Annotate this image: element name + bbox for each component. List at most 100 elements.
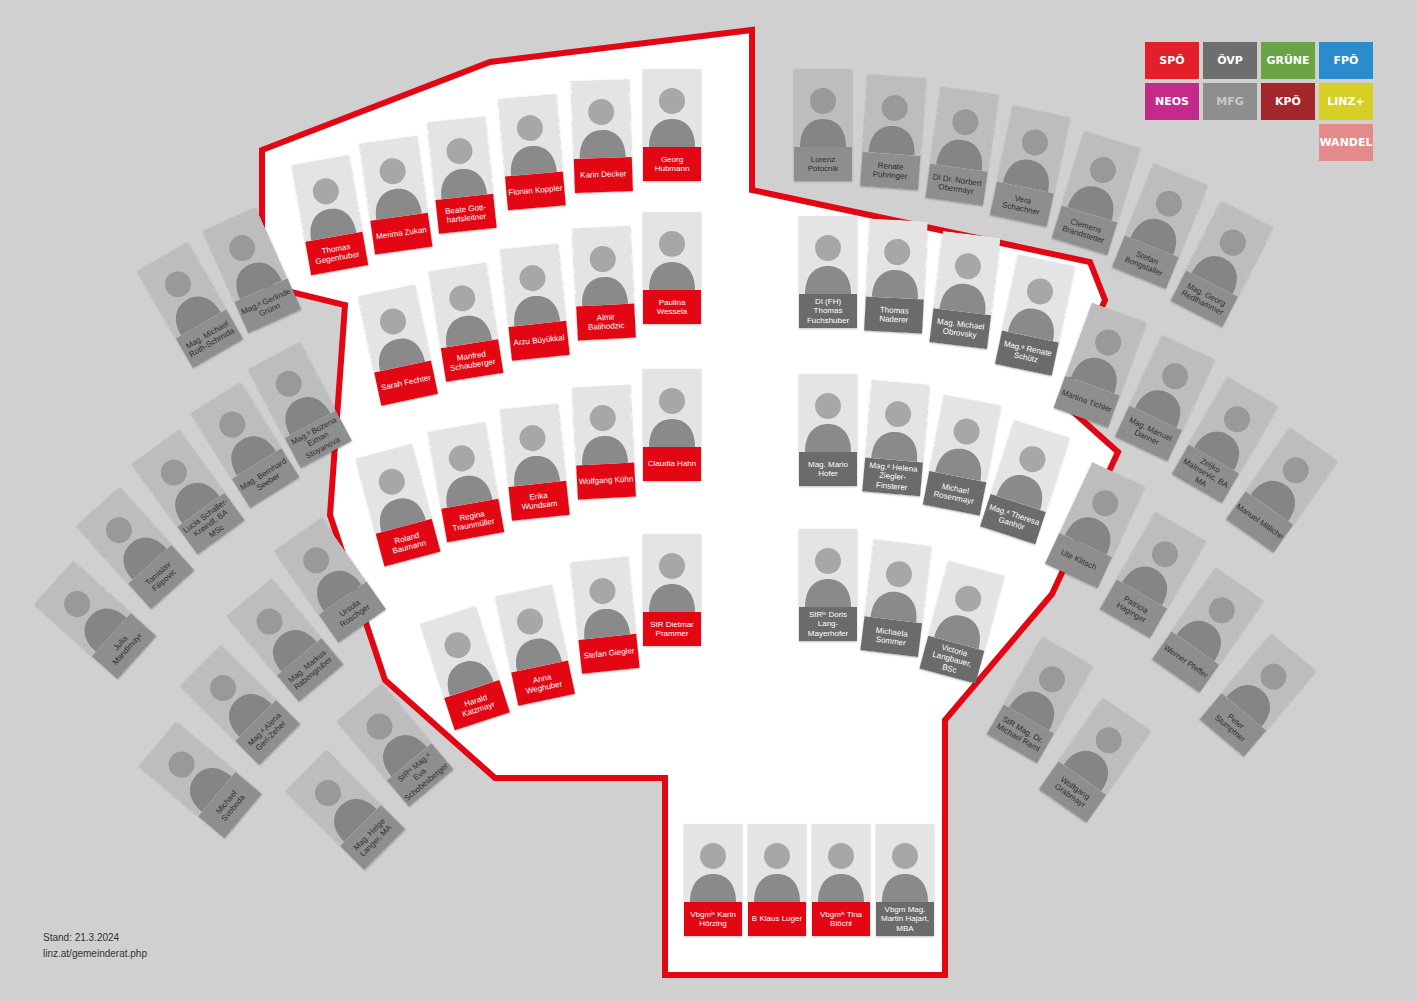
name-band: Vbgmⁱⁿ Karin Hörzing bbox=[684, 902, 742, 936]
portrait-ground bbox=[643, 69, 701, 147]
portrait-placeholder bbox=[571, 79, 632, 159]
portrait-placeholder bbox=[359, 136, 427, 221]
portrait-ground bbox=[863, 74, 926, 156]
member-card: Harald Katzmayr bbox=[420, 606, 510, 730]
portrait-ground bbox=[572, 385, 634, 466]
name-band: Vbgm Mag. Martin Hajart, MBA bbox=[876, 902, 934, 936]
portrait-placeholder bbox=[500, 243, 566, 327]
portrait-shoulders bbox=[872, 269, 919, 299]
party-swatch: MFG bbox=[1203, 83, 1257, 120]
portrait-placeholder bbox=[863, 74, 926, 156]
portrait-shoulders bbox=[649, 584, 695, 612]
name-band: Almir Balihodzic bbox=[576, 303, 636, 340]
name-band: Michaela Sommer bbox=[860, 616, 922, 657]
portrait-ground bbox=[429, 262, 498, 348]
portrait-head bbox=[659, 553, 685, 579]
portrait-ground bbox=[865, 539, 932, 623]
member-name: Thomas Gegenhuber bbox=[308, 239, 366, 267]
portrait-placeholder bbox=[794, 69, 852, 147]
portrait-head bbox=[1088, 486, 1123, 521]
portrait-head bbox=[700, 843, 726, 869]
member-name: Michael Rosenmayr bbox=[925, 479, 983, 508]
portrait-ground bbox=[684, 824, 742, 902]
portrait-placeholder bbox=[866, 219, 928, 300]
member-name: Merima Zukan bbox=[373, 225, 430, 242]
member-name: Mag. Michael Obrovsky bbox=[931, 316, 989, 341]
member-card: Thomas Gegenhuber bbox=[292, 155, 369, 275]
member-name: Mag. Mario Hofer bbox=[800, 460, 856, 478]
member-card: Stefan Giegler bbox=[570, 556, 639, 673]
portrait-placeholder bbox=[498, 94, 563, 177]
name-band: Florian Koppler bbox=[505, 171, 566, 210]
portrait-placeholder bbox=[572, 385, 634, 466]
portrait-head bbox=[1092, 326, 1125, 359]
portrait-head bbox=[881, 94, 909, 122]
member-card: Vbgmⁱⁿ Tina Blöchl bbox=[812, 824, 870, 936]
portrait-ground bbox=[928, 560, 1004, 650]
name-band: DI (FH) Thomas Fuchshuber bbox=[799, 294, 857, 328]
portrait-placeholder bbox=[643, 69, 701, 147]
portrait-shoulders bbox=[805, 579, 851, 607]
member-name: StRⁱⁿ Doris Lang-Mayerhofer bbox=[800, 610, 856, 638]
portrait-head bbox=[163, 746, 200, 783]
name-band: B Klaus Luger bbox=[748, 902, 806, 936]
name-band: Vbgmⁱⁿ Tina Blöchl bbox=[812, 902, 870, 936]
name-band: Paulina Wessela bbox=[643, 290, 701, 324]
portrait-head bbox=[951, 108, 980, 137]
portrait-placeholder bbox=[934, 231, 1001, 315]
portrait-head bbox=[156, 454, 192, 490]
member-card: Roland Baumann bbox=[355, 443, 440, 566]
party-name: LINZ+ bbox=[1327, 95, 1365, 108]
portrait-head bbox=[1215, 225, 1250, 260]
portrait-ground bbox=[292, 155, 363, 242]
portrait-head bbox=[361, 708, 398, 745]
portrait-placeholder bbox=[928, 560, 1004, 650]
name-band: Beate Gott- hartsleitner bbox=[435, 194, 496, 234]
member-card: DI Dr. Norbert Obermayr bbox=[925, 87, 998, 206]
portrait-ground bbox=[812, 824, 870, 902]
date-note: Stand: 21.3.2024 bbox=[43, 932, 119, 943]
member-name: Sarah Fechter bbox=[378, 373, 435, 394]
portrait-ground bbox=[495, 584, 568, 672]
portrait-placeholder bbox=[876, 824, 934, 902]
portrait-head bbox=[884, 238, 911, 265]
member-name: Erika Wundsam bbox=[510, 489, 568, 513]
portrait-head bbox=[225, 231, 259, 265]
member-name: Harald Katzmayr bbox=[448, 688, 507, 723]
name-band: StRⁱⁿ Doris Lang-Mayerhofer bbox=[799, 607, 857, 641]
portrait-head bbox=[310, 775, 347, 812]
portrait-shoulders bbox=[871, 430, 919, 462]
portrait-placeholder bbox=[684, 824, 742, 902]
portrait-head bbox=[588, 577, 617, 606]
portrait-placeholder bbox=[799, 216, 857, 294]
member-name: Mag.ᵃ Renate Schütz bbox=[998, 338, 1057, 368]
portrait-head bbox=[815, 235, 841, 261]
portrait-shoulders bbox=[690, 874, 736, 902]
portrait-head bbox=[884, 400, 912, 428]
name-band: Thomas Naderer bbox=[864, 296, 924, 333]
member-card: Victoria Langbauer, BSc bbox=[919, 560, 1004, 683]
member-name: Claudia Hahn bbox=[644, 459, 700, 468]
portrait-placeholder bbox=[570, 556, 636, 640]
member-name: Manfred Schauberger bbox=[443, 347, 501, 374]
member-name: Karin Decker bbox=[575, 169, 631, 180]
portrait-head bbox=[951, 416, 981, 446]
member-card: Renate Pühringer bbox=[860, 74, 926, 190]
party-name: FPÖ bbox=[1334, 54, 1359, 67]
member-name: Regina Traunmüller bbox=[444, 506, 502, 534]
member-card: Vbgmⁱⁿ Karin Hörzing bbox=[684, 824, 742, 936]
member-name: Clemens Brandstetter bbox=[1055, 213, 1114, 247]
portrait-placeholder bbox=[865, 539, 932, 623]
member-card: Mag.ᵃ Renate Schütz bbox=[995, 254, 1075, 376]
portrait-shoulders bbox=[882, 874, 928, 902]
portrait-head bbox=[810, 88, 836, 114]
portrait-ground bbox=[643, 369, 701, 447]
member-name: Martina Tichler bbox=[1059, 388, 1115, 416]
member-name: Vera Schachner bbox=[993, 189, 1052, 219]
party-swatch: ÖVP bbox=[1203, 42, 1257, 79]
portrait-placeholder bbox=[1002, 254, 1075, 342]
portrait-head bbox=[447, 283, 477, 313]
member-card: Thomas Naderer bbox=[864, 219, 928, 334]
party-name: SPÖ bbox=[1159, 54, 1184, 67]
